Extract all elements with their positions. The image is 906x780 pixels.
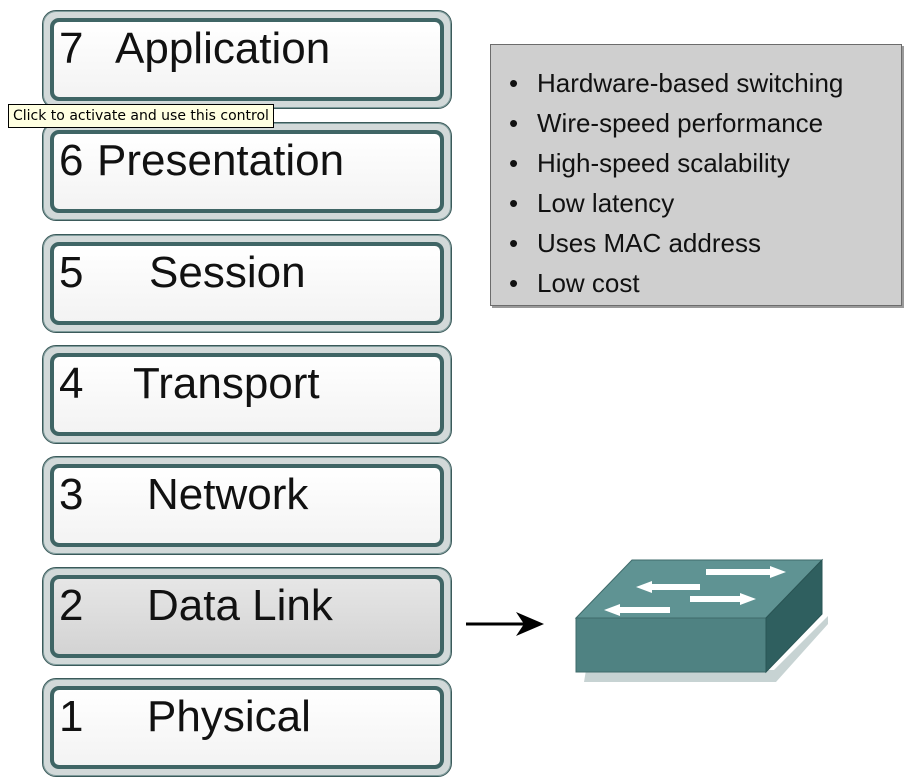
feature-item: • Low cost xyxy=(505,263,901,303)
arrow-right-icon xyxy=(466,612,544,636)
feature-item: • Low latency xyxy=(505,183,901,223)
layer-session: 5 Session xyxy=(42,234,452,333)
layer-number: 6 xyxy=(59,136,84,185)
switch-features-box: • Hardware-based switching • Wire-speed pe… xyxy=(490,44,902,306)
feature-item: • Uses MAC address xyxy=(505,223,901,263)
feature-text: High-speed scalability xyxy=(537,148,790,178)
bullet: • xyxy=(509,268,519,298)
layer-number: 1 xyxy=(59,692,84,741)
layer-frame xyxy=(50,464,444,547)
layer-frame xyxy=(50,686,444,769)
switch-icon xyxy=(574,558,828,682)
layer-transport: 4 Transport xyxy=(42,345,452,444)
bullet: • xyxy=(509,148,519,178)
feature-item: • Wire-speed performance xyxy=(505,103,901,143)
layer-frame xyxy=(50,575,444,658)
layer-data-link: 2 Data Link xyxy=(42,567,452,666)
bullet: • xyxy=(509,108,519,138)
layer-frame xyxy=(50,18,444,101)
layer-name: Data Link xyxy=(147,581,333,630)
layer-name: Network xyxy=(147,470,309,519)
layer-frame xyxy=(50,353,444,436)
feature-text: Low latency xyxy=(537,188,675,218)
features-list: • Hardware-based switching • Wire-speed pe… xyxy=(491,45,901,303)
feature-item: • Hardware-based switching xyxy=(505,63,901,103)
feature-text: Uses MAC address xyxy=(537,228,761,258)
layer-name: Application xyxy=(115,24,331,73)
layer-frame xyxy=(50,130,444,213)
feature-text: Hardware-based switching xyxy=(537,68,844,98)
layer-number: 4 xyxy=(59,359,84,408)
feature-text: Wire-speed performance xyxy=(537,108,824,138)
layer-name: Physical xyxy=(147,692,311,741)
bullet: • xyxy=(509,68,519,98)
bullet: • xyxy=(509,228,519,258)
layer-physical: 1 Physical xyxy=(42,678,452,777)
layer-presentation: 6 Presentation xyxy=(42,122,452,221)
layer-number: 5 xyxy=(59,248,84,297)
layer-network: 3 Network xyxy=(42,456,452,555)
bullet: • xyxy=(509,188,519,218)
feature-item: • High-speed scalability xyxy=(505,143,901,183)
layer-number: 3 xyxy=(59,470,84,519)
layer-name: Transport xyxy=(133,359,320,408)
feature-text: Low cost xyxy=(537,268,640,298)
activate-control-tooltip[interactable]: Click to activate and use this control xyxy=(8,104,274,128)
layer-name: Presentation xyxy=(97,136,345,185)
layer-number: 2 xyxy=(59,581,84,630)
layer-name: Session xyxy=(149,248,306,297)
layer-frame xyxy=(50,242,444,325)
layer-number: 7 xyxy=(59,24,84,73)
layer-application: 7 Application xyxy=(42,10,452,109)
